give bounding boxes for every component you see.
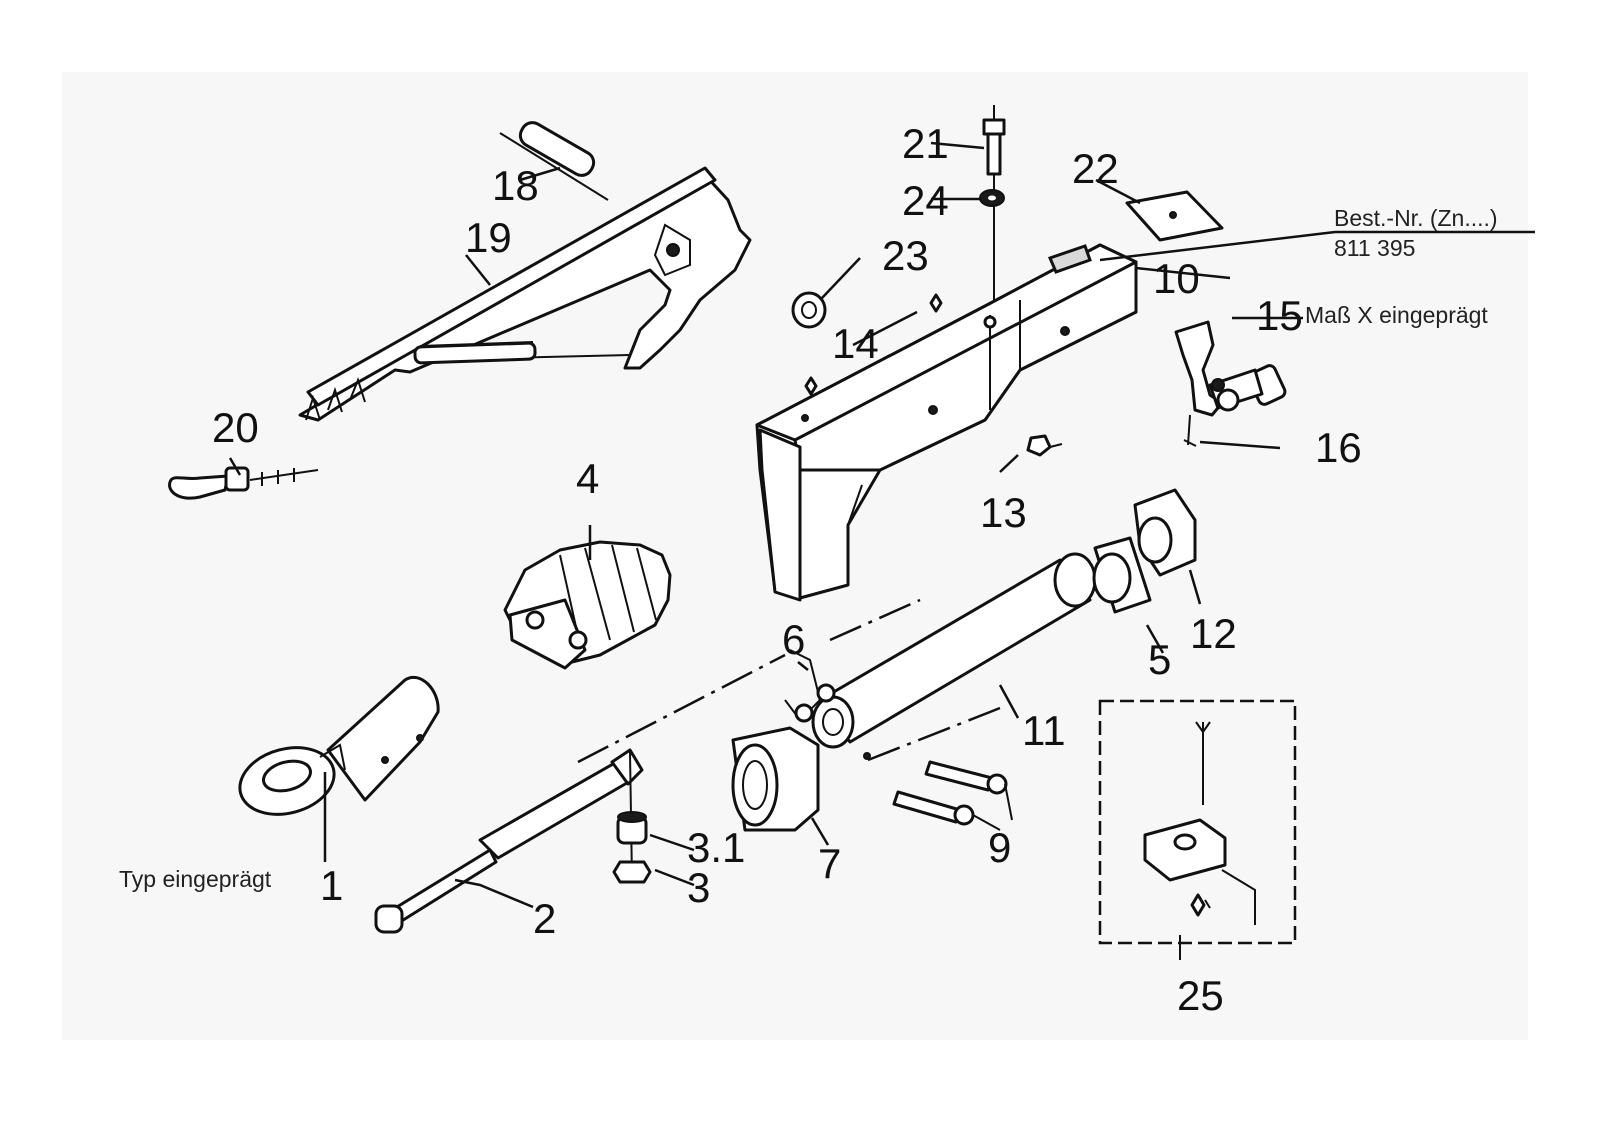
part-18-pin [499, 121, 609, 201]
part-22-plate [1125, 190, 1224, 242]
callout-25: 25 [1177, 972, 1224, 1019]
callout-15: 15 [1256, 292, 1303, 339]
callout-22: 22 [1072, 145, 1119, 192]
assembly-axis [577, 598, 1181, 960]
part-1-towing-eye [238, 675, 440, 816]
callout-20: 20 [212, 404, 259, 451]
part-24-washer [979, 189, 1005, 207]
part-25-assembly-box [1098, 699, 1297, 945]
part-5-flange [1092, 536, 1152, 614]
part-16-pin [1183, 414, 1197, 447]
callout-24: 24 [902, 177, 949, 224]
leader-lines [228, 141, 1535, 909]
part-19-drawbar [298, 166, 752, 422]
note-dimension-x-stamped: Maß X eingeprägt [1305, 302, 1488, 328]
part-4-bellows [503, 540, 672, 670]
callout-7: 7 [818, 840, 841, 887]
note-order-number-label: Best.-Nr. (Zn....) [1334, 205, 1498, 231]
callout-16: 16 [1315, 424, 1362, 471]
part-7-bushing [731, 726, 820, 832]
callout-5: 5 [1148, 636, 1171, 683]
callout-12: 12 [1190, 610, 1237, 657]
callout-2: 2 [533, 895, 556, 942]
part-20-chain [168, 466, 319, 500]
callout-3-1: 3.1 [687, 824, 745, 871]
callout-1: 1 [320, 862, 343, 909]
part-10-housing [755, 243, 1138, 602]
note-type-stamped: Typ eingeprägt [119, 866, 272, 892]
callout-14: 14 [832, 320, 879, 367]
callout-4: 4 [576, 455, 599, 502]
part-9-bolts [892, 760, 1008, 826]
callout-9: 9 [988, 824, 1011, 871]
part-13-nut [1026, 434, 1063, 457]
part-15-lever [1174, 320, 1287, 417]
callout-3: 3 [687, 864, 710, 911]
callout-6: 6 [782, 616, 805, 663]
callout-21: 21 [902, 120, 949, 167]
callout-19: 19 [465, 214, 512, 261]
part-3-nut [612, 860, 652, 884]
part-11-inner-tube [811, 552, 1097, 760]
part-12-bushing [1133, 488, 1197, 577]
part-3-1-bushing [616, 751, 648, 881]
callout-18: 18 [492, 162, 539, 209]
part-23-washer [791, 291, 827, 329]
note-order-number-value: 811 395 [1334, 235, 1415, 261]
callout-23: 23 [882, 232, 929, 279]
part-6-clamp [784, 649, 836, 723]
part-2-damper [374, 748, 644, 934]
callout-10: 10 [1153, 255, 1200, 302]
callout-13: 13 [980, 489, 1027, 536]
callout-11: 11 [1022, 707, 1066, 754]
